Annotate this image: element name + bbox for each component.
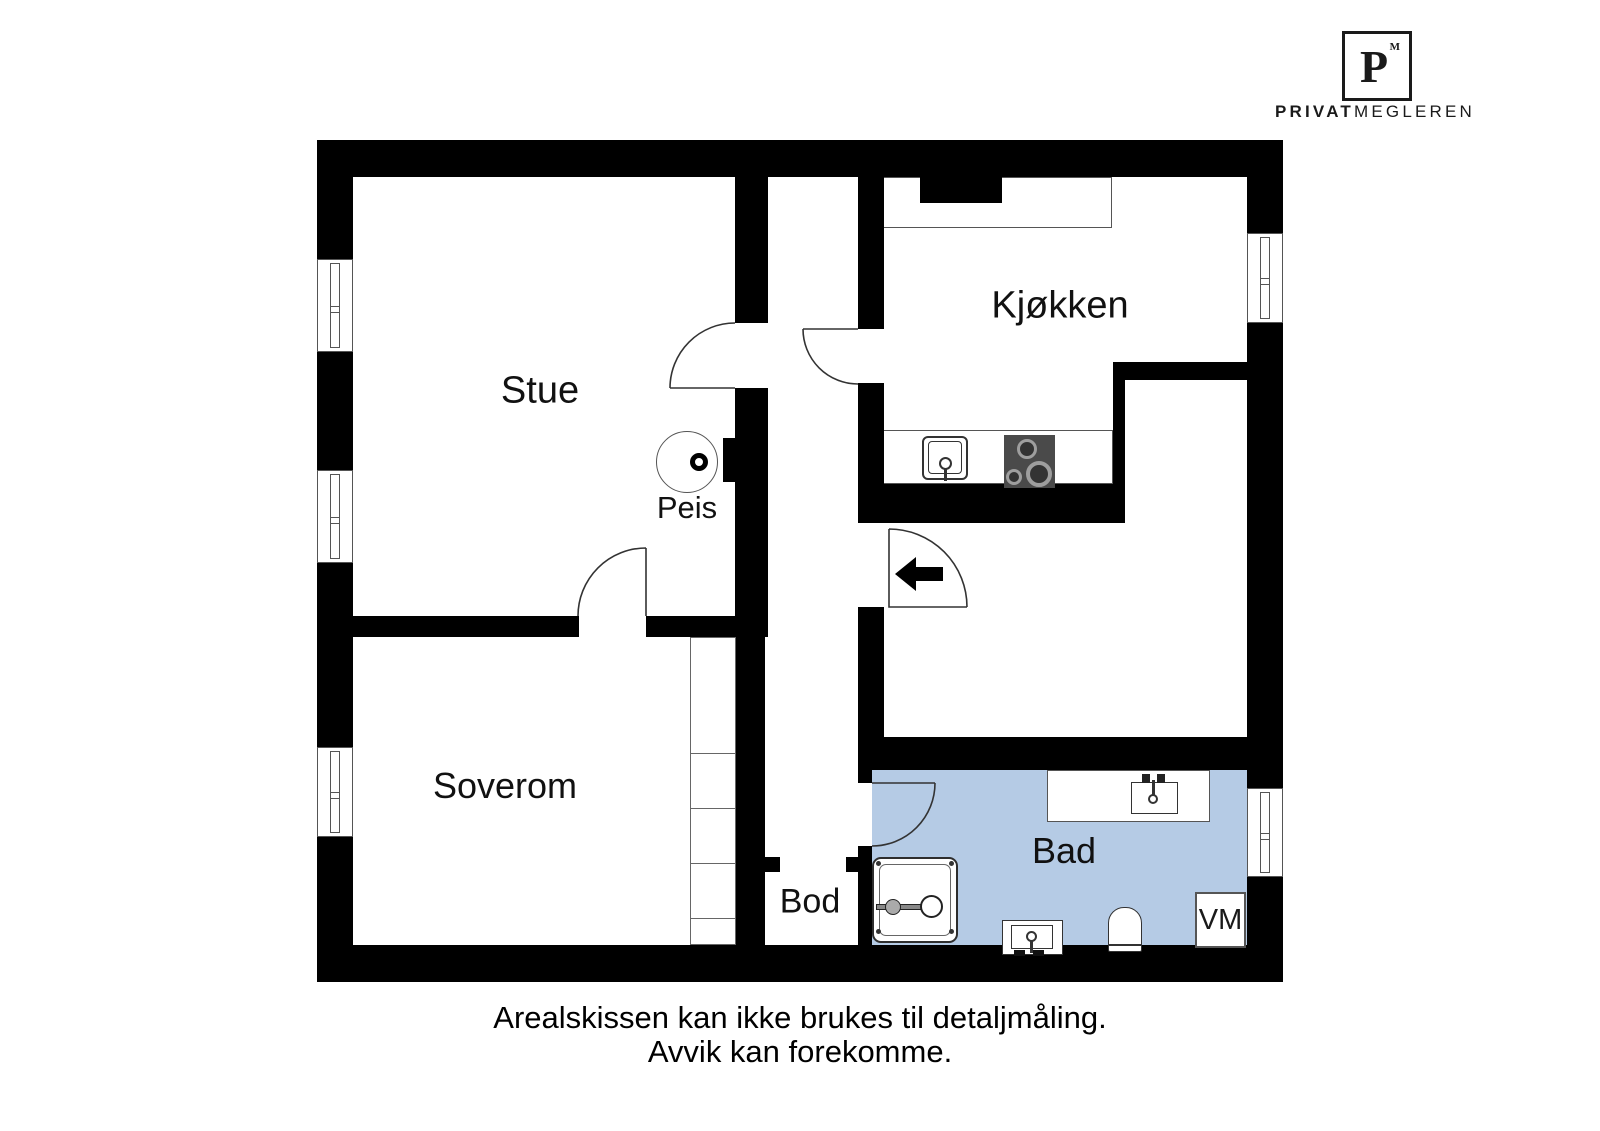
stove-icon — [1004, 435, 1055, 488]
wall-left-3 — [317, 563, 353, 747]
wall-left-1 — [317, 140, 353, 259]
washing-machine-label: VM — [1198, 903, 1243, 936]
room-label-kjokken: Kjøkken — [991, 284, 1129, 327]
bathroom-faucet-stem — [1030, 940, 1033, 953]
fireplace-icon — [656, 431, 718, 493]
kitchen-faucet-stem — [944, 469, 947, 481]
privatmegleren-wordmark: PRIVATMEGLEREN — [1272, 102, 1478, 122]
shower-head-icon — [920, 895, 943, 918]
wardrobe-icon — [690, 637, 736, 945]
wall-bathroom-left-upper — [858, 770, 872, 783]
shower-screw — [949, 929, 954, 934]
wall-kitchen-L-vertical — [1113, 378, 1125, 484]
wardrobe-cell — [691, 864, 735, 919]
kitchen-door-icon — [802, 328, 859, 385]
soverom-door-icon — [577, 547, 647, 617]
entry-door-icon — [888, 528, 968, 608]
window-glass — [330, 263, 340, 348]
wordmark-light: MEGLEREN — [1354, 102, 1476, 121]
window-icon — [317, 470, 353, 563]
window-glass — [1260, 237, 1270, 319]
stue-door-icon — [669, 322, 736, 389]
disclaimer-line-1: Arealskissen kan ikke brukes til detaljm… — [493, 1000, 1107, 1035]
wall-stue-corridor-upper — [735, 177, 768, 323]
window-icon — [1247, 788, 1283, 877]
sink-bracket — [1014, 950, 1025, 956]
wardrobe-cell — [691, 754, 735, 809]
logo-mark: M — [1389, 41, 1400, 53]
stove-burner — [1017, 439, 1037, 459]
wall-left-2 — [317, 352, 353, 470]
vanity-faucet-icon — [1157, 774, 1165, 783]
shower-screw — [876, 861, 881, 866]
wall-right-3 — [1247, 877, 1283, 982]
room-label-stue: Stue — [500, 369, 580, 412]
wardrobe-cell — [691, 919, 735, 944]
wall-stue-soverom-left — [353, 616, 579, 637]
logo-letter: P — [1359, 41, 1389, 92]
disclaimer-line-2: Avvik kan forekomme. — [647, 1034, 953, 1069]
wall-kitchen-mid — [858, 383, 884, 484]
sink-bracket — [1033, 950, 1044, 956]
fireplace-label: Peis — [656, 490, 718, 525]
wall-bathroom-top — [858, 737, 1283, 770]
stove-burner — [1026, 461, 1052, 487]
window-glass — [330, 751, 340, 833]
toilet-seat-line — [1109, 944, 1141, 946]
entrance-arrow-icon — [895, 557, 943, 591]
fireplace-flue-icon — [690, 453, 708, 471]
wall-kitchen-bottom — [858, 484, 1125, 523]
room-label-bad: Bad — [1031, 830, 1097, 871]
window-icon — [317, 747, 353, 837]
kitchen-chimney-block — [920, 177, 1002, 203]
room-label-bod: Bod — [779, 882, 841, 921]
wall-right-2 — [1247, 323, 1283, 788]
wall-bathroom-left-lower — [858, 846, 872, 945]
shower-mixer — [885, 899, 901, 915]
vanity-drain — [1148, 794, 1158, 804]
wall-closet — [735, 637, 765, 945]
stove-burner — [1006, 469, 1022, 485]
wardrobe-cell — [691, 809, 735, 864]
vanity-faucet-stem — [1152, 780, 1155, 797]
kitchen-lower-counter — [878, 430, 1113, 484]
wall-entry — [858, 607, 884, 737]
bod-jamb-left — [765, 857, 780, 872]
window-glass — [1260, 792, 1270, 873]
window-icon — [317, 259, 353, 352]
bathroom-vanity-counter — [1047, 770, 1210, 822]
window-glass — [330, 474, 340, 559]
window-icon — [1247, 233, 1283, 323]
vanity-faucet-icon — [1142, 774, 1150, 783]
wall-stue-corridor-lower — [735, 388, 768, 637]
wall-stue-soverom-right — [646, 616, 735, 637]
fireplace-flue-stub — [723, 438, 735, 482]
wall-kitchen-upper — [858, 177, 884, 329]
wordmark-bold: PRIVAT — [1274, 102, 1354, 121]
shower-screw — [949, 861, 954, 866]
room-label-soverom: Soverom — [432, 765, 578, 806]
wall-kitchen-L-horizontal — [1113, 362, 1283, 380]
wall-right-1 — [1247, 140, 1283, 233]
shower-screw — [876, 929, 881, 934]
wardrobe-cell — [691, 638, 735, 754]
bod-jamb-right — [846, 857, 858, 872]
privatmegleren-logo-icon: P M — [1342, 31, 1412, 101]
washing-machine-icon: VM — [1195, 892, 1246, 948]
wall-top — [317, 140, 1283, 177]
